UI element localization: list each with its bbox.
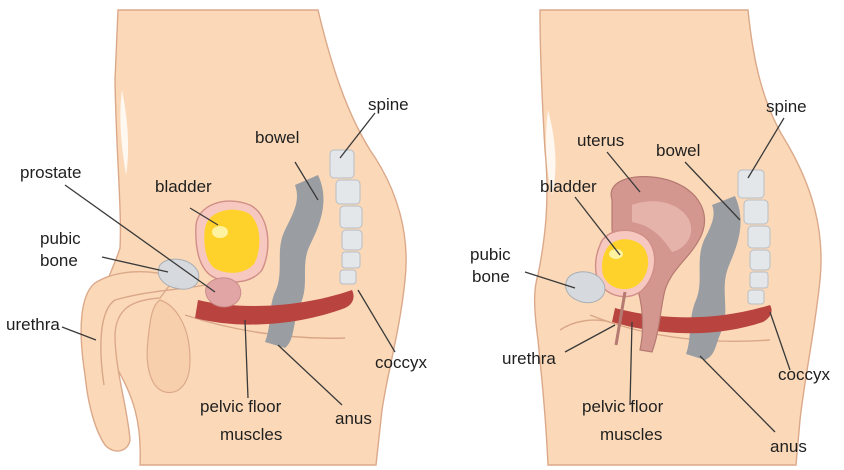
label-urethra: urethra: [6, 315, 60, 334]
female-figure: [535, 10, 821, 465]
male-prostate: [206, 278, 241, 307]
label-bowel-f: bowel: [656, 141, 700, 160]
label-pubic-f: pubic: [470, 245, 511, 264]
label-coccyx: coccyx: [375, 353, 427, 372]
label-spine-f: spine: [766, 97, 807, 116]
label-anus: anus: [335, 409, 372, 428]
label-bowel: bowel: [255, 128, 299, 147]
label-bone: bone: [40, 251, 78, 270]
label-prostate: prostate: [20, 163, 81, 182]
label-pubic: pubic: [40, 229, 81, 248]
label-anus-f: anus: [770, 437, 807, 456]
label-bone-f: bone: [472, 267, 510, 286]
male-bladder: [196, 201, 268, 282]
label-pelvic-floor: pelvic floor: [200, 397, 282, 416]
label-muscles-f: muscles: [600, 425, 662, 444]
label-muscles: muscles: [220, 425, 282, 444]
label-urethra-f: urethra: [502, 349, 556, 368]
label-uterus: uterus: [577, 131, 624, 150]
label-coccyx-f: coccyx: [778, 365, 830, 384]
label-bladder-f: bladder: [540, 177, 597, 196]
label-bladder: bladder: [155, 177, 212, 196]
label-pelvic-floor-f: pelvic floor: [582, 397, 664, 416]
label-spine: spine: [368, 95, 409, 114]
